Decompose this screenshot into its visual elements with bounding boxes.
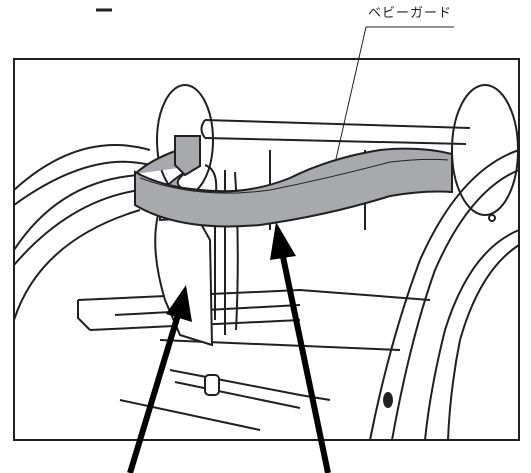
chair-line-art [13, 84, 520, 441]
arrow-left-head [166, 285, 192, 322]
illustration-frame [13, 58, 520, 441]
baby-guard-clip [174, 135, 201, 177]
arrows [127, 222, 331, 473]
right-knob [488, 214, 496, 222]
arrow-right-shaft [279, 251, 331, 473]
arrow-left-shaft [127, 314, 181, 473]
baby-guard-label: ベビーガード [368, 6, 453, 21]
right-side-disc [451, 84, 519, 216]
baby-guard-band [134, 147, 453, 228]
arrow-right-head [270, 222, 296, 260]
baby-guard-edge [139, 158, 449, 194]
